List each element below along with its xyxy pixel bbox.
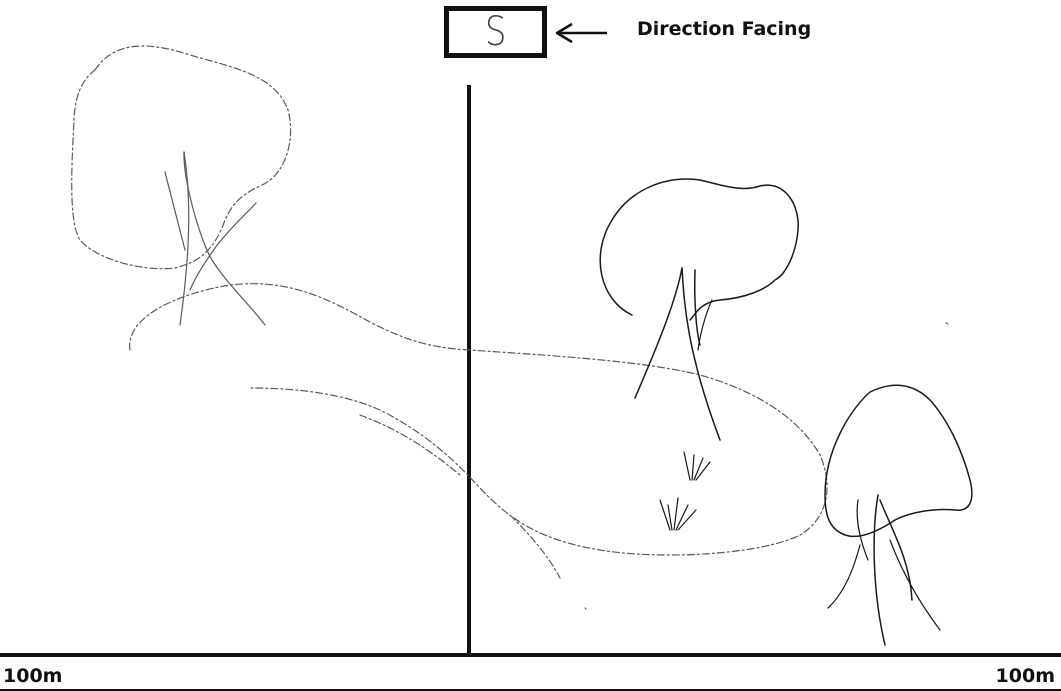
scale-label-right: 100m	[995, 665, 1055, 687]
direction-label: Direction Facing	[637, 18, 812, 40]
grass-tuft-lower	[659, 497, 697, 531]
scale-label-left: 100m	[3, 665, 63, 687]
direction-arrow	[555, 22, 607, 44]
tree-left	[71, 45, 292, 326]
tree-middle	[599, 178, 799, 441]
direction-letter: S	[484, 9, 507, 55]
tree-right	[824, 384, 973, 646]
faint-track	[129, 283, 949, 610]
direction-box: S	[444, 6, 547, 58]
grass-tuft-upper	[683, 451, 711, 481]
